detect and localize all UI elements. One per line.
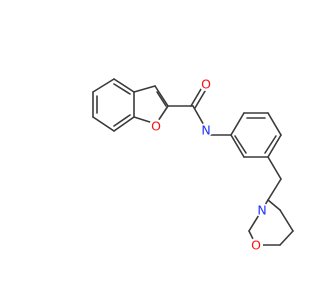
bond xyxy=(234,135,247,154)
carbonyl-oxygen-label: O xyxy=(201,77,211,92)
atom-morpholine-nitrogen: N xyxy=(255,203,269,218)
atom-amide-nitrogen: N xyxy=(199,123,213,138)
bond xyxy=(113,83,131,95)
bond xyxy=(92,116,115,132)
bond xyxy=(230,134,245,158)
bond xyxy=(230,112,245,136)
atom-morpholine-oxygen: O xyxy=(249,238,263,253)
bond xyxy=(279,209,294,232)
bond xyxy=(279,230,294,246)
bond xyxy=(113,114,131,127)
bond xyxy=(154,85,169,107)
bond xyxy=(267,156,282,180)
amide-nitrogen-label: N xyxy=(201,123,210,138)
atom-furan-oxygen: O xyxy=(149,119,163,134)
bond xyxy=(192,105,206,128)
morpholine-oxygen-label: O xyxy=(251,238,261,253)
bond-layer xyxy=(92,78,294,246)
atom-labels: O N O N O xyxy=(149,77,269,253)
bond xyxy=(267,199,281,211)
bond xyxy=(156,91,167,107)
furan-oxygen-label: O xyxy=(151,119,161,134)
bond xyxy=(264,135,277,154)
structure-diagram: O N O N O xyxy=(92,77,294,253)
bond xyxy=(267,112,282,136)
bond xyxy=(92,78,115,93)
bond xyxy=(113,78,135,93)
morpholine-nitrogen-label: N xyxy=(257,203,266,218)
bond xyxy=(113,116,135,132)
bond xyxy=(267,134,282,158)
atom-carbonyl-oxygen: O xyxy=(199,77,213,92)
bond xyxy=(267,178,282,201)
bond xyxy=(133,85,156,93)
